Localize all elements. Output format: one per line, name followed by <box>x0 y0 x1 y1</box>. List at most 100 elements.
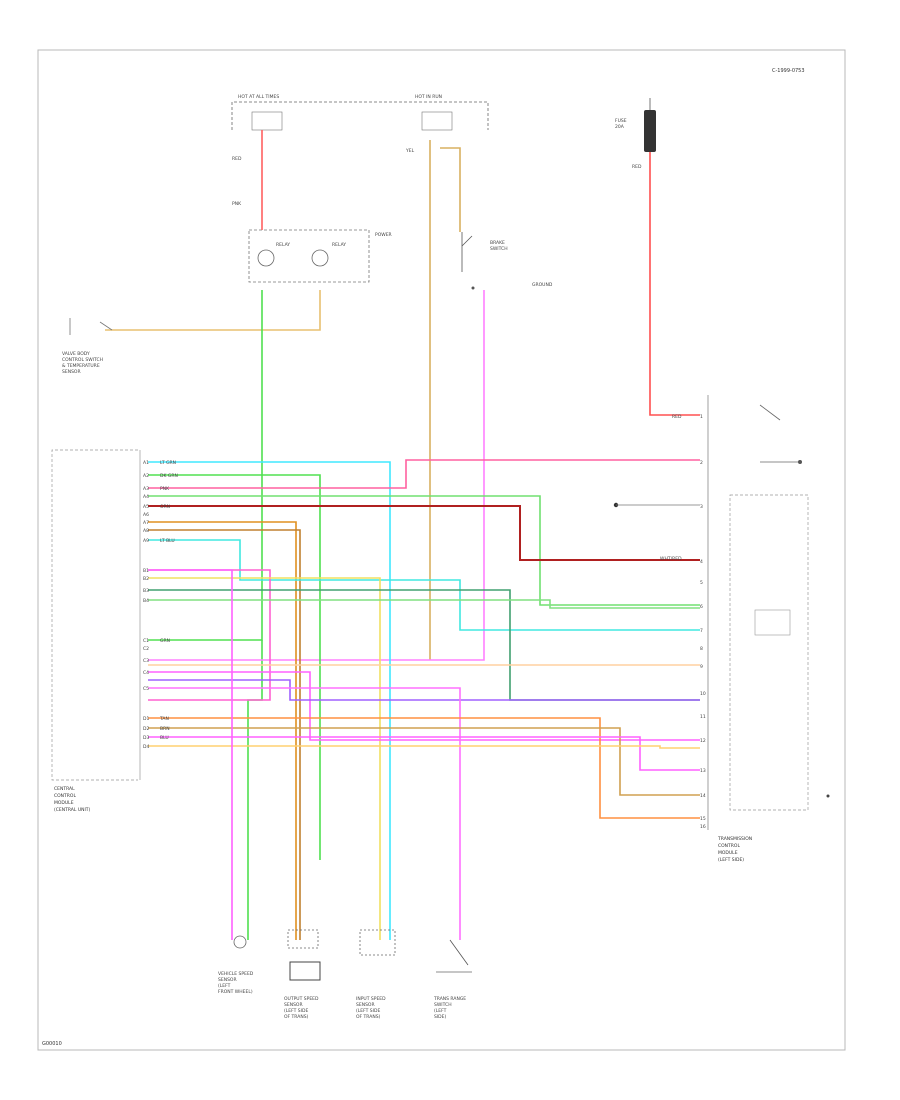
svg-text:5: 5 <box>700 580 703 586</box>
svg-text:B2: B2 <box>143 576 149 582</box>
svg-text:8: 8 <box>700 646 703 652</box>
svg-text:FRONT WHEEL): FRONT WHEEL) <box>218 989 253 995</box>
svg-text:(LEFT SIDE: (LEFT SIDE <box>356 1008 380 1014</box>
svg-text:B4: B4 <box>143 598 149 604</box>
svg-text:D2: D2 <box>143 726 149 732</box>
svg-text:PNK: PNK <box>160 486 170 492</box>
central-control-module: CENTRAL CONTROL MODULE (CENTRAL UNIT) <box>51 449 141 813</box>
svg-text:12: 12 <box>700 738 706 744</box>
transmission-control-module: TRANSMISSION CONTROL MODULE (LEFT SIDE) <box>613 395 830 863</box>
svg-text:MODULE: MODULE <box>54 800 74 806</box>
svg-text:(LEFT SIDE): (LEFT SIDE) <box>718 857 744 863</box>
svg-text:TRANSMISSION: TRANSMISSION <box>717 836 752 842</box>
svg-text:C3: C3 <box>143 658 149 664</box>
speed-sensor-1: VEHICLE SPEED SENSOR (LEFT FRONT WHEEL) <box>218 935 254 995</box>
ground-label: GROUND <box>532 282 553 288</box>
svg-text:RED: RED <box>672 414 682 420</box>
svg-text:WHT/RED: WHT/RED <box>660 556 682 562</box>
svg-text:(LEFT SIDE: (LEFT SIDE <box>284 1008 308 1014</box>
svg-text:INPUT SPEED: INPUT SPEED <box>356 996 386 1002</box>
svg-text:PNK: PNK <box>232 201 242 207</box>
svg-text:(CENTRAL UNIT): (CENTRAL UNIT) <box>54 807 91 813</box>
svg-text:C2: C2 <box>143 646 149 652</box>
svg-text:7: 7 <box>700 628 703 634</box>
header-code: C-1999-0753 <box>772 68 805 74</box>
svg-text:6: 6 <box>700 604 703 610</box>
svg-text:C4: C4 <box>143 670 149 676</box>
svg-text:14: 14 <box>700 793 706 799</box>
svg-text:RED: RED <box>232 156 242 162</box>
fuse-component: FUSE 20A <box>615 98 656 152</box>
svg-text:B1: B1 <box>143 568 149 574</box>
svg-text:OF TRANS): OF TRANS) <box>356 1014 381 1020</box>
svg-text:A1: A1 <box>143 460 149 466</box>
svg-text:3: 3 <box>700 504 703 510</box>
svg-text:C1: C1 <box>143 638 149 644</box>
svg-text:& TEMPERATURE: & TEMPERATURE <box>62 363 100 369</box>
relay-box: RELAY RELAY POWER <box>248 229 392 283</box>
left-switch: VALVE BODY CONTROL SWITCH & TEMPERATURE … <box>62 318 113 375</box>
svg-text:9: 9 <box>700 664 703 670</box>
svg-text:15: 15 <box>700 816 706 822</box>
top-power-box: HOT AT ALL TIMES HOT IN RUN <box>231 94 489 131</box>
svg-text:SENSOR: SENSOR <box>356 1002 375 1008</box>
svg-text:A4: A4 <box>143 494 149 500</box>
svg-text:SENSOR: SENSOR <box>62 369 81 375</box>
svg-text:10: 10 <box>700 691 706 697</box>
svg-text:VEHICLE SPEED: VEHICLE SPEED <box>218 971 254 977</box>
footer-code: G00010 <box>42 1041 62 1047</box>
top-box-label-2: HOT IN RUN <box>415 94 442 100</box>
svg-text:SIDE): SIDE) <box>434 1014 446 1020</box>
svg-text:ORN: ORN <box>160 504 170 510</box>
svg-text:LT BLU: LT BLU <box>160 538 175 544</box>
svg-text:A9: A9 <box>143 538 149 544</box>
svg-text:4: 4 <box>700 559 703 565</box>
svg-text:A2: A2 <box>143 473 149 479</box>
svg-text:16: 16 <box>700 824 706 830</box>
wires <box>105 130 700 940</box>
svg-text:TAN: TAN <box>159 716 169 722</box>
svg-text:D4: D4 <box>143 744 149 750</box>
svg-text:SWITCH: SWITCH <box>434 1002 452 1008</box>
svg-text:OF TRANS): OF TRANS) <box>284 1014 309 1020</box>
brake-switch: BRAKE SWITCH GROUND <box>461 232 553 290</box>
svg-text:13: 13 <box>700 768 706 774</box>
svg-text:OUTPUT SPEED: OUTPUT SPEED <box>284 996 319 1002</box>
svg-text:BRN: BRN <box>160 726 170 732</box>
svg-text:CENTRAL: CENTRAL <box>54 786 75 792</box>
svg-text:SWITCH: SWITCH <box>490 246 508 252</box>
svg-text:SENSOR: SENSOR <box>284 1002 303 1008</box>
svg-text:CONTROL: CONTROL <box>718 843 740 849</box>
svg-text:YEL: YEL <box>405 148 415 154</box>
svg-text:A8: A8 <box>143 528 149 534</box>
svg-text:(LEFT: (LEFT <box>218 983 231 989</box>
svg-text:BRAKE: BRAKE <box>490 240 505 246</box>
svg-text:TRANS RANGE: TRANS RANGE <box>433 996 466 1002</box>
wire-tags: RED PNK YEL RED RED LT GRN DK GRN PNK OR… <box>159 148 682 741</box>
svg-text:A5: A5 <box>143 504 149 510</box>
svg-text:A6: A6 <box>143 512 149 518</box>
speed-sensor-3: INPUT SPEED SENSOR (LEFT SIDE OF TRANS) <box>356 929 396 1020</box>
svg-text:11: 11 <box>700 714 706 720</box>
top-box-label-1: HOT AT ALL TIMES <box>238 94 279 100</box>
svg-text:C5: C5 <box>143 686 149 692</box>
diagram-frame <box>37 49 846 1051</box>
svg-text:D1: D1 <box>143 716 149 722</box>
svg-text:B3: B3 <box>143 588 149 594</box>
svg-text:RELAY: RELAY <box>276 242 290 248</box>
svg-text:DK GRN: DK GRN <box>160 473 178 479</box>
right-pin-labels: 1 2 3 4 5 6 7 8 9 10 11 12 13 14 15 16 <box>700 414 706 830</box>
svg-text:1: 1 <box>700 414 703 420</box>
svg-text:RED: RED <box>632 164 642 170</box>
trans-range-switch: TRANS RANGE SWITCH (LEFT SIDE) <box>433 939 472 1020</box>
svg-text:A7: A7 <box>143 520 149 526</box>
svg-text:GRN: GRN <box>160 638 170 644</box>
svg-text:POWER: POWER <box>375 232 392 238</box>
svg-text:RELAY: RELAY <box>332 242 346 248</box>
svg-text:D3: D3 <box>143 735 149 741</box>
svg-text:(LEFT: (LEFT <box>434 1008 447 1014</box>
svg-text:A3: A3 <box>143 486 149 492</box>
svg-text:FUSE: FUSE <box>615 118 627 124</box>
speed-sensor-2: OUTPUT SPEED SENSOR (LEFT SIDE OF TRANS) <box>284 929 321 1020</box>
